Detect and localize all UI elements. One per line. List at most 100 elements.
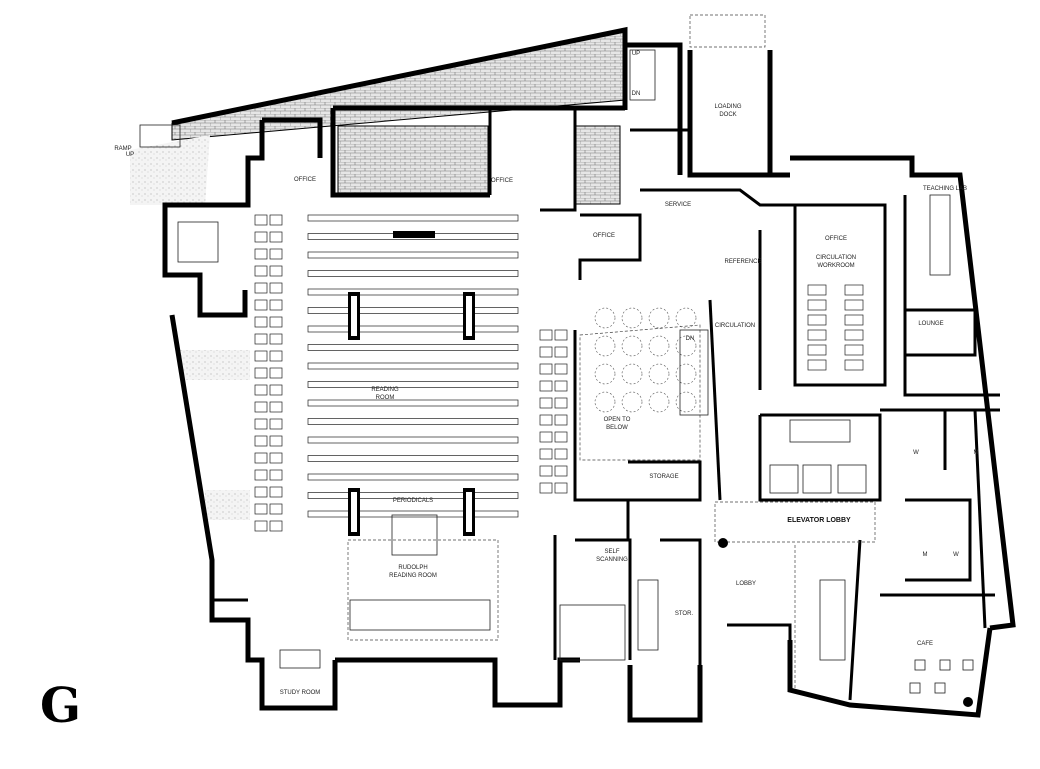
workroom-desk — [844, 299, 864, 311]
study-table — [269, 350, 283, 362]
room-label-circulation-workroom: CIRCULATION — [816, 255, 856, 261]
study-table — [269, 214, 283, 226]
study-table — [269, 265, 283, 277]
workroom-desk — [807, 329, 827, 341]
study-table — [254, 214, 268, 226]
study-table — [269, 435, 283, 447]
room-label-lobby: LOBBY — [736, 581, 756, 587]
columns — [348, 231, 973, 707]
book-shelf — [307, 399, 519, 407]
room-label-self-scanning-2: SCANNING — [596, 557, 628, 563]
study-table — [254, 299, 268, 311]
room-label-rudolph: RUDOLPH — [398, 565, 427, 571]
open-below-circle — [621, 307, 643, 329]
book-shelf — [307, 381, 519, 388]
workroom-desk — [807, 344, 827, 356]
ramp-label: RAMP — [114, 146, 131, 152]
study-table — [554, 346, 568, 358]
room-label-lounge: LOUNGE — [918, 321, 943, 327]
study-table — [539, 346, 553, 358]
cafe-table — [934, 682, 946, 694]
open-below-circle — [675, 307, 697, 329]
study-table — [269, 316, 283, 328]
workroom-desk — [807, 284, 827, 296]
study-table — [254, 350, 268, 362]
open-below-circle — [675, 391, 697, 413]
courtyard-hatch-2 — [574, 125, 621, 205]
periodicals-table — [391, 514, 438, 556]
study-table — [554, 414, 568, 426]
room-label-circulation: CIRCULATION — [715, 323, 755, 329]
study-table — [254, 316, 268, 328]
study-room-table — [279, 649, 321, 669]
study-table — [539, 397, 553, 409]
restroom-label-m: M — [974, 450, 979, 456]
book-shelf — [307, 455, 519, 462]
stairs — [139, 49, 851, 661]
study-table — [554, 329, 568, 341]
exterior-walls — [162, 26, 1016, 723]
study-table — [269, 333, 283, 345]
study-table — [254, 435, 268, 447]
room-label-periodicals: PERIODICALS — [393, 498, 433, 504]
room-label-teaching-lab: TEACHING LAB — [923, 186, 967, 192]
study-table — [269, 520, 283, 532]
study-table — [539, 482, 553, 494]
room-label-office: OFFICE — [825, 236, 847, 242]
cafe-table — [909, 682, 921, 694]
study-table — [254, 265, 268, 277]
room-labels: OFFICE OFFICE OFFICE OFFICE SERVICE LOAD… — [114, 51, 978, 696]
elevator — [837, 464, 867, 494]
cafe-table — [914, 659, 926, 671]
study-table — [254, 469, 268, 481]
study-table — [554, 465, 568, 477]
study-table — [254, 486, 268, 498]
room-label-study-room: STUDY ROOM — [280, 690, 321, 696]
workroom-desk — [844, 359, 864, 371]
open-below-circle — [621, 363, 643, 385]
study-table — [539, 380, 553, 392]
room-label-reading-room: READING — [371, 387, 399, 393]
book-shelf — [307, 251, 519, 259]
study-table — [269, 401, 283, 413]
study-table — [269, 469, 283, 481]
study-table — [254, 282, 268, 294]
lightwell-2 — [205, 490, 250, 520]
workroom-desk — [844, 344, 864, 356]
study-table — [269, 418, 283, 430]
open-below-circle — [594, 391, 616, 413]
open-below-circle — [621, 335, 643, 357]
book-shelf — [307, 492, 519, 499]
book-shelf — [307, 325, 519, 333]
book-shelf — [307, 418, 519, 425]
interior-walls — [212, 108, 1000, 701]
study-table — [554, 397, 568, 409]
open-below-circle — [594, 307, 616, 329]
workroom-desk — [844, 314, 864, 326]
room-label-circulation-workroom-2: WORKROOM — [817, 263, 854, 269]
study-table — [269, 503, 283, 515]
open-below-circle — [648, 307, 670, 329]
open-below-circle — [621, 391, 643, 413]
workroom-desk — [807, 299, 827, 311]
room-label-storage: STORAGE — [649, 474, 678, 480]
stair-label-up: UP — [632, 51, 640, 57]
book-shelf — [307, 288, 519, 296]
study-table — [254, 503, 268, 515]
study-table — [554, 363, 568, 375]
study-table — [254, 452, 268, 464]
workroom-desk — [807, 314, 827, 326]
room-label-cafe: CAFE — [917, 641, 933, 647]
study-table — [539, 363, 553, 375]
study-table — [269, 452, 283, 464]
book-shelf — [307, 214, 519, 222]
study-table — [254, 333, 268, 345]
study-table — [539, 448, 553, 460]
open-below-circle — [648, 363, 670, 385]
elevator — [769, 464, 799, 494]
cafe-table — [962, 659, 974, 671]
study-table — [254, 367, 268, 379]
study-table — [539, 465, 553, 477]
study-table — [254, 384, 268, 396]
